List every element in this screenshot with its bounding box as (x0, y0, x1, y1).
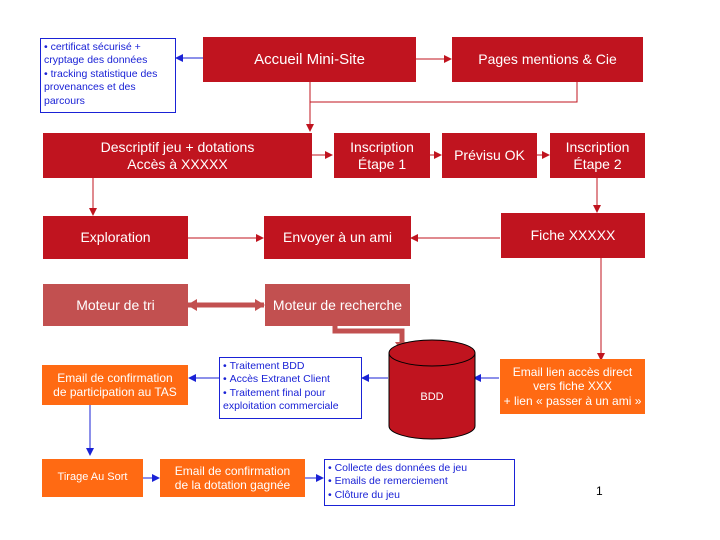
bdd-label: BDD (420, 391, 444, 403)
email-dotation-box[interactable]: Email de confirmation de la dotation gag… (160, 459, 305, 497)
accueil-mini-site-label: Accueil Mini-Site (254, 50, 365, 68)
pages-mentions-label: Pages mentions & Cie (478, 51, 617, 68)
inscription-etape2-line2: Étape 2 (573, 155, 622, 172)
email-lien-line3: + lien « passer à un ami » (503, 393, 642, 408)
email-lien-line2: vers fiche XXX (533, 379, 612, 394)
email-dotation-line1: Email de confirmation (174, 463, 291, 478)
arrow-recherche-to-bdd (332, 326, 405, 346)
descriptif-jeu-line2: Accès à XXXXX (127, 155, 228, 172)
tirage-au-sort-box[interactable]: Tirage Au Sort (42, 459, 143, 497)
previsu-ok-label: Prévisu OK (454, 147, 525, 164)
email-dotation-line2: de la dotation gagnée (174, 478, 291, 492)
security-note-item: certificat sécurisé + cryptage des donné… (44, 41, 172, 68)
pages-mentions-box[interactable]: Pages mentions & Cie (452, 37, 643, 82)
bdd-cylinder (388, 339, 476, 440)
moteur-recherche-box[interactable]: Moteur de recherche (265, 284, 410, 326)
inscription-etape1-line2: Étape 1 (357, 155, 407, 172)
previsu-ok-box[interactable]: Prévisu OK (442, 133, 537, 178)
traitement-note-item: Accès Extranet Client (223, 373, 358, 386)
inscription-etape2-box[interactable]: Inscription Étape 2 (550, 133, 645, 178)
traitement-note-item: Traitement BDD (223, 360, 358, 373)
moteur-recherche-label: Moteur de recherche (272, 296, 403, 313)
traitement-note: Traitement BDD Accès Extranet Client Tra… (219, 357, 362, 419)
fiche-box[interactable]: Fiche XXXXX (501, 213, 645, 258)
moteur-tri-label: Moteur de tri (76, 296, 155, 313)
collecte-note: Collecte des données de jeu Emails de re… (324, 459, 515, 506)
moteur-tri-box[interactable]: Moteur de tri (43, 284, 188, 326)
inscription-etape2-line1: Inscription (565, 138, 630, 155)
page-number: 1 (596, 484, 603, 498)
descriptif-jeu-box[interactable]: Descriptif jeu + dotations Accès à XXXXX (43, 133, 312, 178)
email-participation-line1: Email de confirmation (57, 370, 173, 385)
email-lien-box[interactable]: Email lien accès direct vers fiche XXX +… (500, 359, 645, 414)
email-participation-box[interactable]: Email de confirmation de participation a… (42, 365, 188, 405)
arrow-pages-to-descriptif (306, 82, 578, 132)
accueil-mini-site-box[interactable]: Accueil Mini-Site (203, 37, 416, 82)
collecte-note-item: Emails de remerciement (328, 475, 511, 488)
descriptif-jeu-line1: Descriptif jeu + dotations (100, 138, 255, 155)
inscription-etape1-box[interactable]: Inscription Étape 1 (334, 133, 430, 178)
email-participation-line2: de participation au TAS (53, 385, 177, 399)
envoyer-ami-label: Envoyer à un ami (283, 229, 392, 246)
security-note: certificat sécurisé + cryptage des donné… (40, 38, 176, 113)
exploration-box[interactable]: Exploration (43, 216, 188, 259)
tirage-au-sort-label: Tirage Au Sort (57, 471, 128, 484)
collecte-note-item: Collecte des données de jeu (328, 462, 511, 475)
envoyer-ami-box[interactable]: Envoyer à un ami (264, 216, 411, 259)
exploration-label: Exploration (80, 229, 151, 246)
inscription-etape1-line1: Inscription (350, 138, 414, 155)
fiche-label: Fiche XXXXX (530, 227, 616, 244)
security-note-item: tracking statistique des provenances et … (44, 68, 172, 108)
email-lien-line1: Email lien accès direct (512, 364, 633, 379)
traitement-note-item: Traitement final pour exploitation comme… (223, 387, 358, 414)
collecte-note-item: Clôture du jeu (328, 489, 511, 502)
